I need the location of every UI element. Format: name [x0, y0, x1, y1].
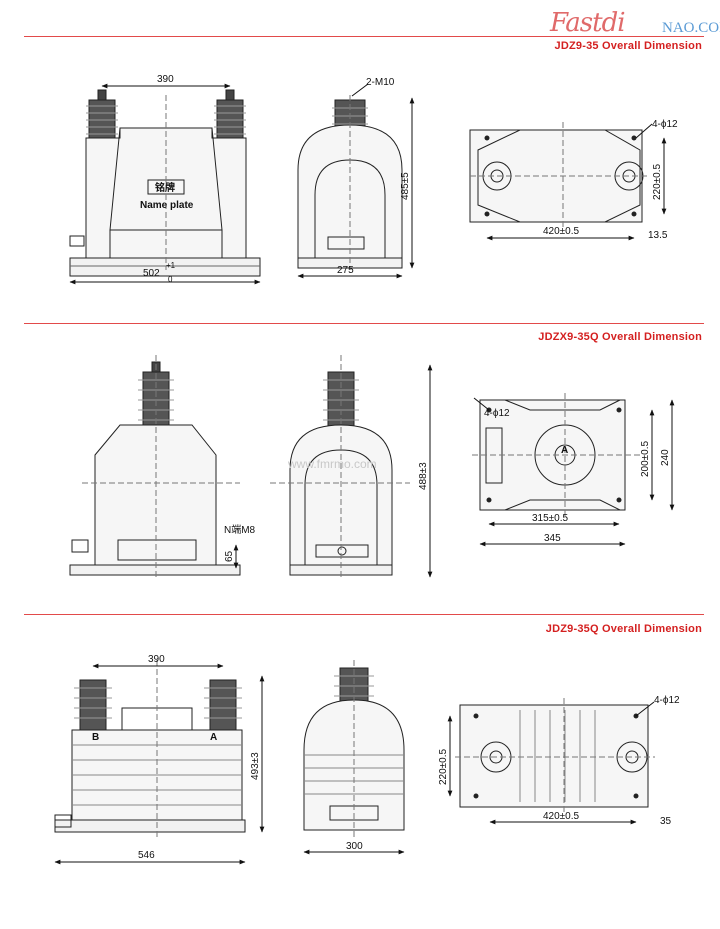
- dim-ground-label: N端M8: [224, 523, 256, 536]
- dim-base-tol-plus: +1: [166, 261, 176, 270]
- dim-offset-1-label: 13.5: [648, 230, 668, 241]
- watermark: www.fmrmo.com: [287, 457, 377, 471]
- dim-height-2: 488±3: [418, 364, 433, 578]
- dim-hole-h-2: 200±0.5: [640, 409, 655, 501]
- dim-base-width-1-label: 502: [143, 268, 160, 279]
- section-divider-2: [24, 323, 704, 324]
- dim-holes-1-leader: [635, 123, 653, 139]
- dim-base-tol-zero: 0: [168, 275, 173, 284]
- dim-total-h-2: 240: [660, 399, 675, 511]
- dim-ground-h: 65: [224, 544, 239, 569]
- name-plate-label: Name plate: [140, 200, 194, 211]
- section-title-2: JDZX9-35Q Overall Dimension: [538, 331, 702, 343]
- dim-ground-h-label: 65: [224, 550, 235, 562]
- dim-height-3-label: 493±3: [250, 752, 261, 780]
- dim-top-width-3-label: 390: [148, 654, 165, 665]
- dim-base-width-1: 502 +1 0: [69, 261, 261, 285]
- dim-hole-w-1: 420±0.5 13.5: [486, 226, 668, 241]
- jdz9-35-plan-view: [469, 122, 650, 230]
- dim-height-1: 485±5: [400, 97, 415, 269]
- logo-mark: Fastdi: [550, 8, 626, 38]
- terminal-a-label-2: A: [561, 445, 568, 456]
- jdzx9-35q-front-view: [69, 355, 241, 580]
- jdzx9-35q-side-view: [270, 355, 410, 580]
- jdz9-35-side-view: [297, 95, 403, 270]
- dim-hole-h-2-label: 200±0.5: [640, 440, 651, 477]
- dim-hole-w-2-label: 315±0.5: [532, 513, 569, 524]
- dim-hole-w-3-label: 420±0.5: [543, 811, 580, 822]
- dim-hole-h-1: 220±0.5: [652, 137, 667, 215]
- dim-total-h-2-label: 240: [660, 449, 671, 466]
- dim-total-w-2: 345: [479, 533, 626, 547]
- dim-side-width-1: 275: [297, 265, 403, 279]
- section-title-1: JDZ9-35 Overall Dimension: [554, 40, 702, 52]
- dim-height-2-label: 488±3: [418, 462, 429, 490]
- dim-offset-3-label: 35: [660, 816, 672, 827]
- dim-holes-3-label: 4-ϕ12: [654, 695, 680, 706]
- jdz9-35q-plan-view: [455, 698, 655, 814]
- dim-height-1-label: 485±5: [400, 172, 411, 200]
- dim-terminal-1-label: 2-M10: [366, 77, 395, 88]
- dim-hole-w-3: 420±0.5 35: [489, 811, 672, 827]
- dim-top-width-1-label: 390: [157, 74, 174, 85]
- section-divider-3: [24, 614, 704, 615]
- dim-base-width-3-label: 546: [138, 850, 155, 861]
- section-title-3: JDZ9-35Q Overall Dimension: [545, 623, 702, 635]
- dim-height-3: 493±3: [250, 675, 265, 833]
- dim-holes-3-leader: [635, 701, 655, 717]
- dim-holes-2-leader: [473, 397, 490, 411]
- dim-top-width-3: 390: [92, 654, 224, 669]
- dim-hole-h-3: 220±0.5: [438, 715, 453, 797]
- dim-side-width-3-label: 300: [346, 841, 363, 852]
- dim-side-width-1-label: 275: [337, 265, 354, 276]
- dim-base-width-3: 546: [54, 850, 246, 865]
- dim-hole-w-2: 315±0.5: [488, 513, 620, 527]
- terminal-b-label: B: [92, 732, 99, 743]
- dim-top-width-1: 390: [101, 74, 231, 89]
- jdz9-35-front-view: [69, 89, 261, 277]
- jdz9-35q-front-view: [54, 660, 246, 840]
- brand-logo: Fastdi NAO.COM: [550, 8, 720, 42]
- left-bushing: [86, 89, 118, 139]
- name-plate-cn: 铭牌: [155, 181, 175, 194]
- dim-holes-1-label: 4-ϕ12: [652, 119, 678, 130]
- right-bushing: [214, 89, 246, 139]
- jdzx9-35q-plan-view: [472, 393, 640, 518]
- dim-hole-h-3-label: 220±0.5: [438, 748, 449, 785]
- dim-hole-h-1-label: 220±0.5: [652, 163, 663, 200]
- dim-terminal-1-leader: [351, 83, 369, 97]
- dim-total-w-2-label: 345: [544, 533, 561, 544]
- logo-brand-text: NAO.COM: [662, 20, 720, 36]
- dim-hole-w-1-label: 420±0.5: [543, 226, 580, 237]
- dim-holes-2-label: 4-ϕ12: [484, 408, 510, 419]
- dim-side-width-3: 300: [303, 841, 405, 855]
- jdz9-35q-side-view: [303, 660, 405, 840]
- section-divider-1: [24, 36, 704, 37]
- terminal-a-label-3: A: [210, 732, 217, 743]
